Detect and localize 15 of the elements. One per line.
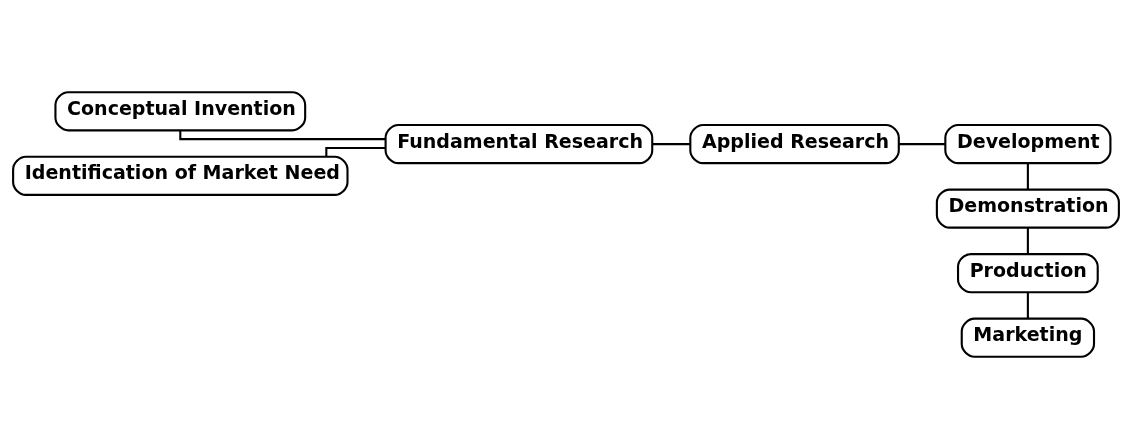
connector [325,146,386,157]
connector [1026,227,1029,254]
node-box: Applied Research [689,123,900,164]
connector [652,142,690,145]
connector [179,129,386,140]
node-box: Production [957,252,1099,293]
node-box: Identification of Market Need [12,155,349,196]
connector [1026,162,1029,189]
node-box: Development [944,123,1112,164]
node-box: Demonstration [935,188,1120,229]
node-box: Conceptual Invention [54,90,307,131]
node-box: Fundamental Research [384,123,654,164]
node-box: Marketing [960,317,1096,358]
connector [1026,292,1029,318]
connector [898,142,946,145]
